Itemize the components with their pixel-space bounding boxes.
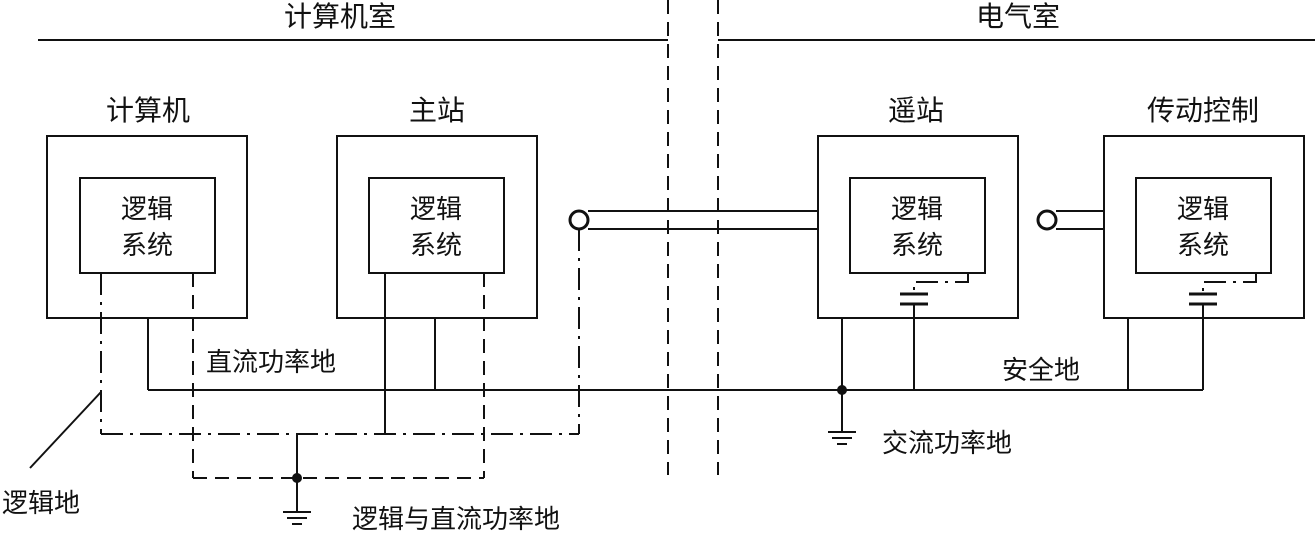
- ac-power-ground-label: 交流功率地: [882, 429, 1012, 459]
- cable-shield-end-icon: [568, 209, 590, 231]
- computer-logic-label: 逻辑: [121, 195, 173, 225]
- remote-station-title: 遥站: [888, 94, 944, 127]
- logic-ground-label: 逻辑地: [2, 489, 80, 519]
- master-logic-system-box: [368, 177, 505, 274]
- common-ground-node: [292, 473, 302, 483]
- drive-system-label: 系统: [1177, 231, 1229, 261]
- master-logic-label: 逻辑: [410, 195, 462, 225]
- logic-and-dc-ground-label: 逻辑与直流功率地: [352, 505, 560, 534]
- computer-room-label: 计算机室: [284, 0, 396, 33]
- electrical-room-label: 电气室: [976, 0, 1060, 33]
- dc-power-ground-label: 直流功率地: [206, 348, 336, 378]
- computer-system-label: 系统: [121, 231, 173, 261]
- computer-cabinet: [46, 135, 248, 319]
- drive-control-title: 传动控制: [1147, 94, 1259, 127]
- remote-logic-capacitor-lead: [913, 273, 969, 294]
- master-system-label: 系统: [410, 231, 462, 261]
- remote-logic-label: 逻辑: [891, 195, 943, 225]
- computer-logic-system-box: [79, 177, 216, 274]
- remote-station-cabinet: [817, 135, 1019, 319]
- master-station-title: 主站: [409, 94, 465, 127]
- remote-logic-system-box: [849, 177, 986, 274]
- drive-logic-capacitor-lead: [1202, 273, 1257, 294]
- logic-ground-pointer: [29, 391, 102, 469]
- drive-logic-label: 逻辑: [1177, 195, 1229, 225]
- drive-cable-shield-end-icon: [1036, 209, 1058, 231]
- drive-logic-system-box: [1135, 177, 1272, 274]
- safety-ground-label: 安全地: [1002, 356, 1080, 386]
- remote-system-label: 系统: [891, 231, 943, 261]
- ac-ground-node: [837, 385, 847, 395]
- computer-title: 计算机: [106, 94, 190, 127]
- master-station-cabinet: [336, 135, 538, 319]
